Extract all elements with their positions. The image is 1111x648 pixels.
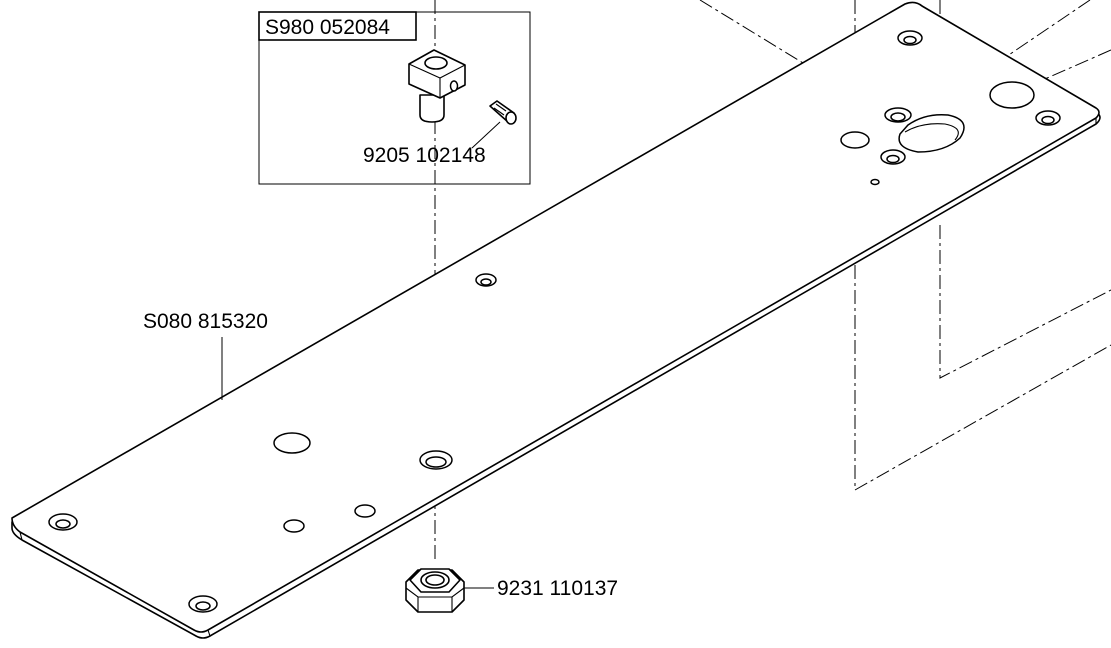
mounting-plate <box>11 1 1101 639</box>
set-screw-icon <box>471 100 517 149</box>
kit-box-title-frame <box>258 11 417 41</box>
hex-nut-icon <box>405 568 494 613</box>
nut-part-number: 9231 110137 <box>497 577 618 600</box>
kit-box: S980 052084 <box>258 11 531 185</box>
projection-line-f <box>854 265 1111 491</box>
kit-box-part-number: S980 052084 <box>265 16 390 39</box>
set-screw-leader <box>471 121 501 149</box>
set-screw-part-number: 9205 102148 <box>363 144 486 167</box>
plate-part-number: S080 815320 <box>143 310 268 333</box>
plate-holes <box>48 30 1061 613</box>
projection-line-g <box>939 225 1111 379</box>
hex-bolt-icon <box>408 49 466 123</box>
